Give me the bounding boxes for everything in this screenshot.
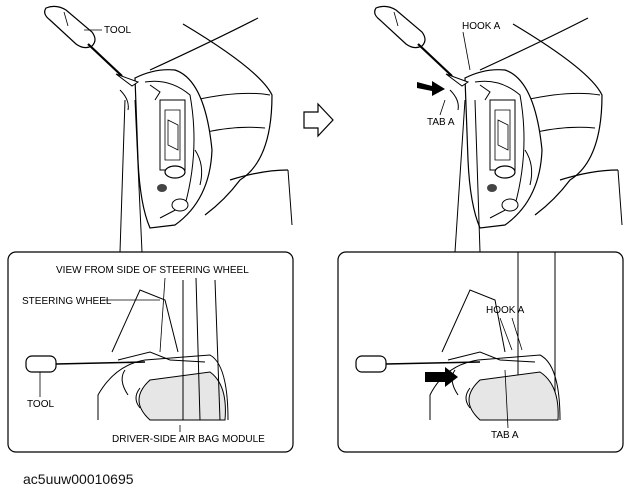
label-steering-wheel: STEERING WHEEL — [22, 296, 112, 307]
label-hook-a-inset: HOOK A — [486, 305, 525, 316]
left-inset-panel — [7, 251, 294, 453]
label-tool-top: TOOL — [104, 25, 131, 36]
left-top-scene — [43, 5, 293, 253]
figure-code: ac5uuw00010695 — [23, 471, 134, 487]
label-view-from-side: VIEW FROM SIDE OF STEERING WHEEL — [56, 265, 249, 276]
label-tab-a-inset: TAB A — [491, 430, 519, 441]
label-tab-a-top: TAB A — [427, 117, 455, 128]
label-tool-inset: TOOL — [27, 399, 54, 410]
right-top-scene — [373, 5, 623, 253]
label-driver-airbag: DRIVER-SIDE AIR BAG MODULE — [112, 434, 265, 445]
right-inset-panel — [337, 251, 624, 453]
step-arrow-icon — [303, 102, 334, 138]
label-hook-a-top: HOOK A — [462, 21, 501, 32]
